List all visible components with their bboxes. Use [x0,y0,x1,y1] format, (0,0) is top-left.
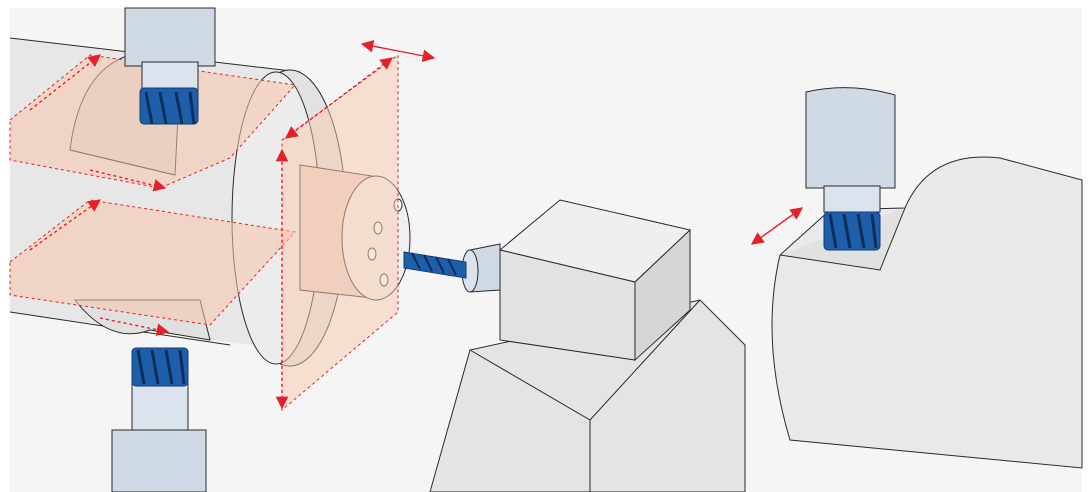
bottom-spindle [111,383,207,492]
drill-bit-icon [403,251,467,279]
top-spindle [124,7,216,91]
tool-holder-base [429,299,746,492]
drill-holder [461,243,501,293]
right-spindle [805,87,896,213]
double-arrow-icon [29,39,804,410]
milling-cutter-icon [139,87,199,125]
milling-cutter-icon [823,211,881,251]
tool-holder-block [498,199,692,362]
plane-middle [9,199,296,326]
milling-cutter-icon [131,347,189,387]
